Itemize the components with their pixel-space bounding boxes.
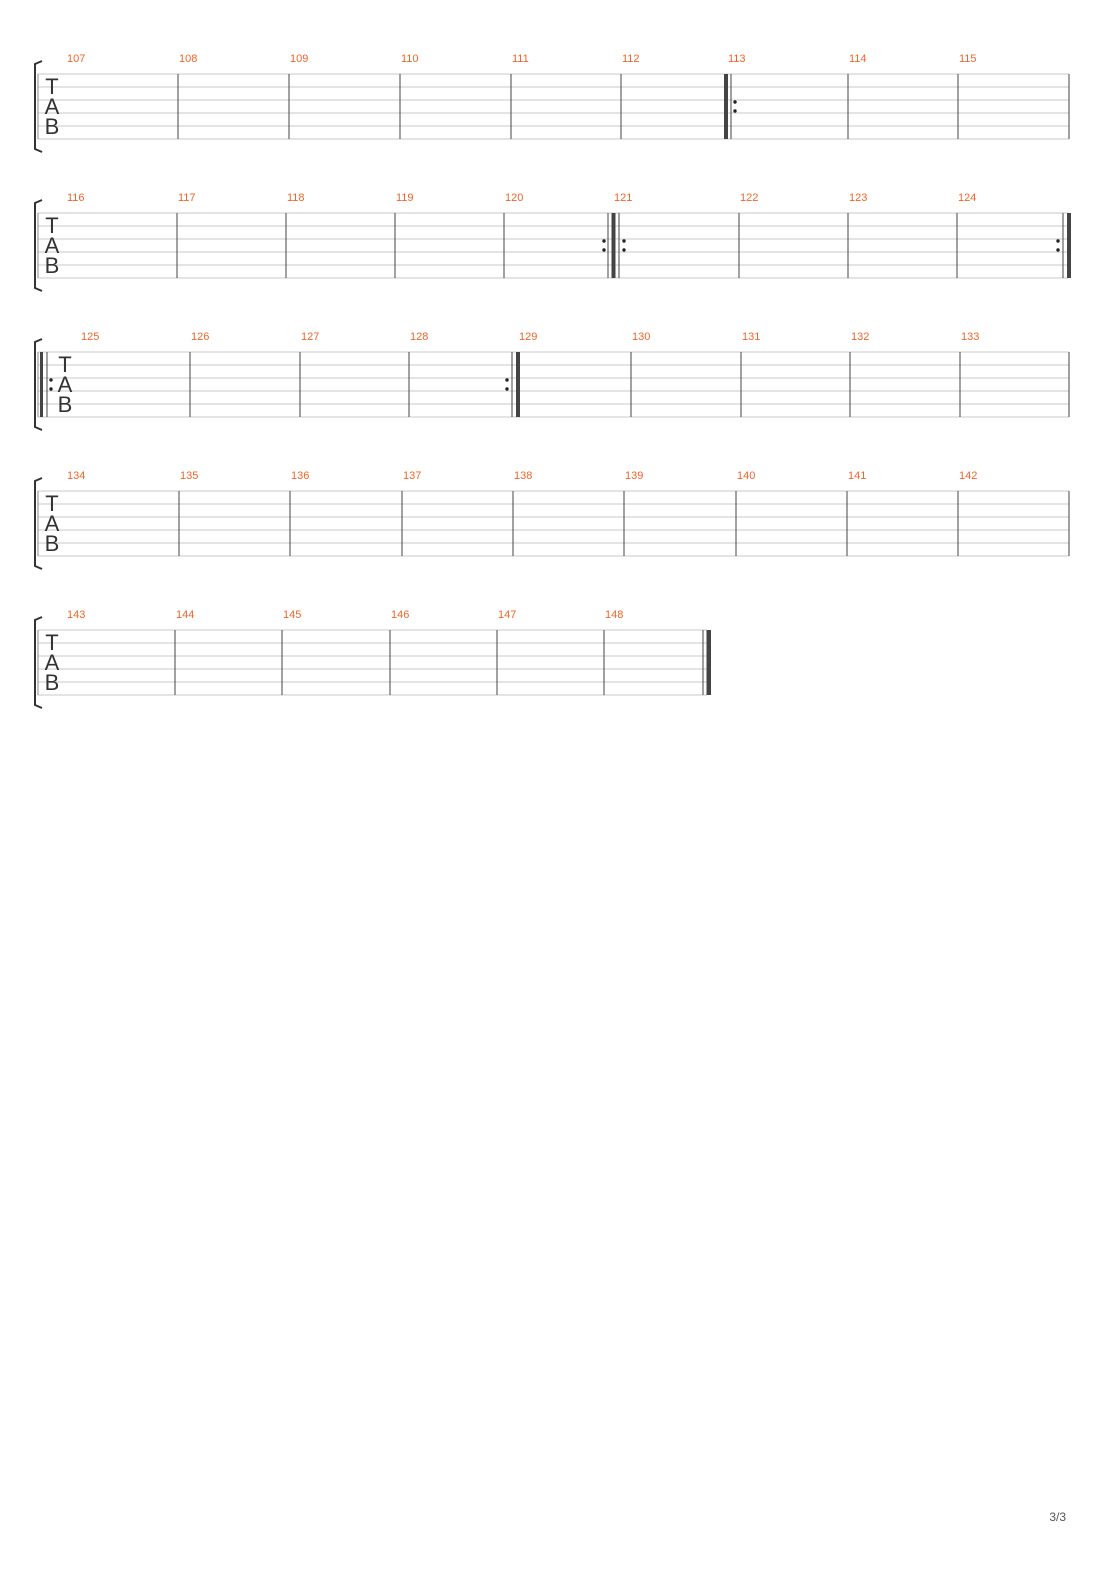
staff-system: TAB 134 135 136 137 138 139 140 141 142 bbox=[34, 470, 1070, 570]
measure-number: 112 bbox=[622, 53, 640, 65]
system-bracket bbox=[34, 60, 43, 153]
repeat-dot bbox=[602, 248, 606, 252]
measure-number: 132 bbox=[851, 331, 869, 343]
measure-number: 125 bbox=[81, 331, 99, 343]
thick-barline bbox=[516, 352, 520, 417]
measure-number: 143 bbox=[67, 609, 85, 621]
thick-barline bbox=[1067, 213, 1071, 278]
tab-clef-letter: A bbox=[45, 233, 60, 258]
measure-number: 111 bbox=[512, 53, 529, 65]
measure-number: 139 bbox=[625, 470, 643, 482]
thick-barline bbox=[724, 74, 728, 139]
tab-clef-letter: T bbox=[45, 630, 58, 655]
measure-number: 109 bbox=[290, 53, 308, 65]
repeat-dot bbox=[49, 378, 53, 382]
measure-number: 140 bbox=[737, 470, 755, 482]
measure-number: 138 bbox=[514, 470, 532, 482]
repeat-dot bbox=[733, 100, 737, 104]
repeat-dot bbox=[505, 378, 509, 382]
tab-clef-letter: B bbox=[45, 253, 60, 278]
system-bracket bbox=[34, 199, 43, 292]
measure-number: 124 bbox=[958, 192, 976, 204]
measure-number: 146 bbox=[391, 609, 409, 621]
tab-clef-letter: T bbox=[58, 352, 71, 377]
tab-clef-letter: B bbox=[45, 531, 60, 556]
measure-number: 122 bbox=[740, 192, 758, 204]
system-bracket bbox=[34, 616, 43, 709]
measure-number: 127 bbox=[301, 331, 319, 343]
measure-number: 126 bbox=[191, 331, 209, 343]
tab-clef-letter: A bbox=[45, 511, 60, 536]
repeat-dot bbox=[49, 387, 53, 391]
repeat-dot bbox=[602, 239, 606, 243]
measure-number: 130 bbox=[632, 331, 650, 343]
measure-number: 128 bbox=[410, 331, 428, 343]
measure-number: 115 bbox=[959, 53, 977, 65]
measure-number: 137 bbox=[403, 470, 421, 482]
tab-clef-letter: A bbox=[45, 650, 60, 675]
staff-system: TAB 116 117 118 119 120 121 122 123 124 bbox=[34, 192, 1071, 292]
measure-number: 108 bbox=[179, 53, 197, 65]
staff-system: TAB 107 108 109 110 111 112 113 114 115 bbox=[34, 53, 1070, 153]
repeat-dot bbox=[505, 387, 509, 391]
tab-clef-letter: T bbox=[45, 74, 58, 99]
thick-barline bbox=[707, 630, 711, 695]
staff-system: TAB 143 144 145 146 147 148 bbox=[34, 609, 711, 709]
tab-clef-letter: A bbox=[58, 372, 73, 397]
page-number: 3/3 bbox=[1049, 1510, 1066, 1524]
tab-clef-letter: B bbox=[45, 670, 60, 695]
measure-number: 142 bbox=[959, 470, 977, 482]
measure-number: 136 bbox=[291, 470, 309, 482]
measure-number: 119 bbox=[396, 192, 414, 204]
repeat-dot bbox=[733, 109, 737, 113]
measure-number: 141 bbox=[848, 470, 866, 482]
measure-number: 133 bbox=[961, 331, 979, 343]
repeat-dot bbox=[1056, 239, 1060, 243]
thick-barline bbox=[611, 213, 616, 278]
system-bracket bbox=[34, 477, 43, 570]
tab-clef-letter: B bbox=[58, 392, 73, 417]
measure-number: 117 bbox=[178, 192, 196, 204]
measure-number: 123 bbox=[849, 192, 867, 204]
measure-number: 135 bbox=[180, 470, 198, 482]
measure-number: 131 bbox=[742, 331, 760, 343]
measure-number: 148 bbox=[605, 609, 623, 621]
tab-clef-letter: A bbox=[45, 94, 60, 119]
thick-barline bbox=[40, 352, 43, 417]
tab-clef-letter: T bbox=[45, 213, 58, 238]
measure-number: 107 bbox=[67, 53, 85, 65]
system-bracket bbox=[34, 338, 43, 431]
repeat-dot bbox=[1056, 248, 1060, 252]
measure-number: 116 bbox=[67, 192, 85, 204]
tab-clef-letter: T bbox=[45, 491, 58, 516]
measure-number: 145 bbox=[283, 609, 301, 621]
repeat-dot bbox=[622, 239, 626, 243]
staff-system: TAB 125 126 127 128 129 130 131 132 133 bbox=[34, 331, 1070, 431]
measure-number: 144 bbox=[176, 609, 194, 621]
measure-number: 114 bbox=[849, 53, 867, 65]
measure-number: 118 bbox=[287, 192, 305, 204]
measure-number: 134 bbox=[67, 470, 85, 482]
measure-number: 113 bbox=[728, 53, 746, 65]
measure-number: 121 bbox=[614, 192, 632, 204]
tab-clef-letter: B bbox=[45, 114, 60, 139]
measure-number: 110 bbox=[401, 53, 419, 65]
measure-number: 147 bbox=[498, 609, 516, 621]
repeat-dot bbox=[622, 248, 626, 252]
measure-number: 120 bbox=[505, 192, 523, 204]
measure-number: 129 bbox=[519, 331, 537, 343]
